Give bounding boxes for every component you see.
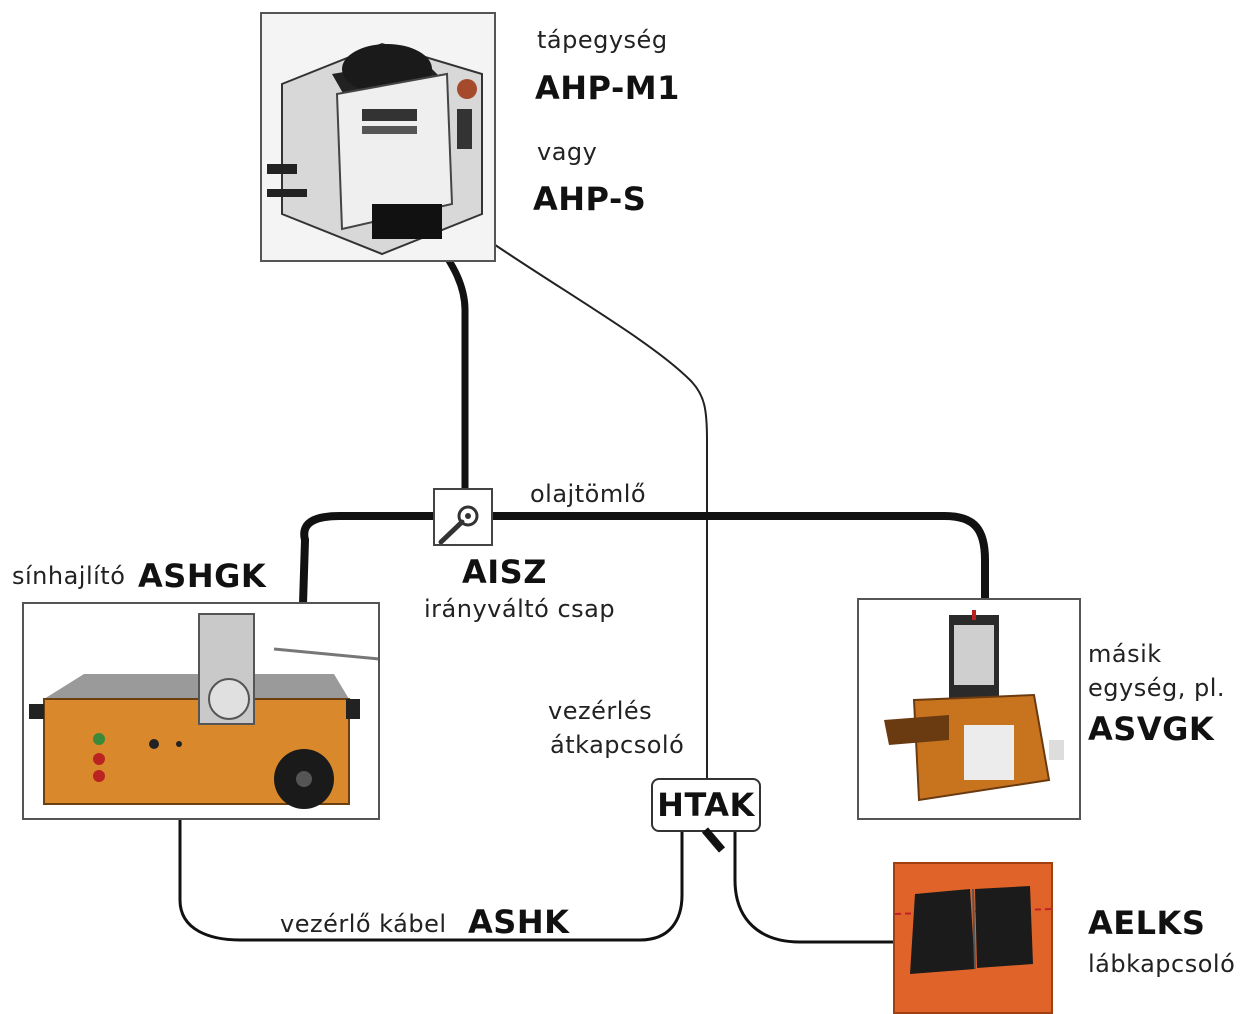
control-cable-code: ASHK xyxy=(468,903,570,941)
foot-switch-image xyxy=(893,862,1053,1014)
valve-description: irányváltó csap xyxy=(424,595,616,623)
rail-bender-image xyxy=(22,602,380,820)
foot-switch-code: AELKS xyxy=(1088,904,1206,942)
other-unit-image xyxy=(857,598,1081,820)
foot-switch-cable xyxy=(733,832,895,944)
control-cable-caption: vezérlő kábel xyxy=(280,910,447,938)
oil-hose-label: olajtömlő xyxy=(530,480,647,508)
control-switch-box: HTAK xyxy=(651,778,761,832)
power-unit-model-1: AHP-M1 xyxy=(535,69,680,107)
control-wire xyxy=(469,227,708,785)
foot-switch-caption: lábkapcsoló xyxy=(1088,950,1236,978)
other-unit-illustration xyxy=(884,610,1064,802)
other-unit-code: ASVGK xyxy=(1088,710,1215,748)
valve-handle-icon xyxy=(438,505,479,544)
other-unit-line-2: egység, pl. xyxy=(1088,674,1225,702)
power-unit-image xyxy=(260,12,496,262)
power-unit-model-2: AHP-S xyxy=(533,180,647,218)
control-switch-code: HTAK xyxy=(657,786,755,824)
rail-bender-illustration xyxy=(29,613,378,809)
control-switch-line-2: átkapcsoló xyxy=(550,731,685,759)
valve-code: AISZ xyxy=(462,553,547,591)
rail-bender-caption: sínhajlító xyxy=(12,562,126,590)
rail-bender-code: ASHGK xyxy=(138,557,267,595)
foot-switch-illustration xyxy=(895,886,1051,974)
power-unit-or: vagy xyxy=(537,138,598,166)
control-switch-line-1: vezérlés xyxy=(548,697,653,725)
power-unit-caption: tápegység xyxy=(537,26,668,54)
valve-aisz-box xyxy=(433,488,493,546)
oil-hose-horizontal xyxy=(300,512,989,614)
power-unit-illustration xyxy=(267,42,483,256)
oil-hose-main xyxy=(428,228,469,494)
other-unit-line-1: másik xyxy=(1088,640,1162,668)
control-cable xyxy=(178,740,684,942)
